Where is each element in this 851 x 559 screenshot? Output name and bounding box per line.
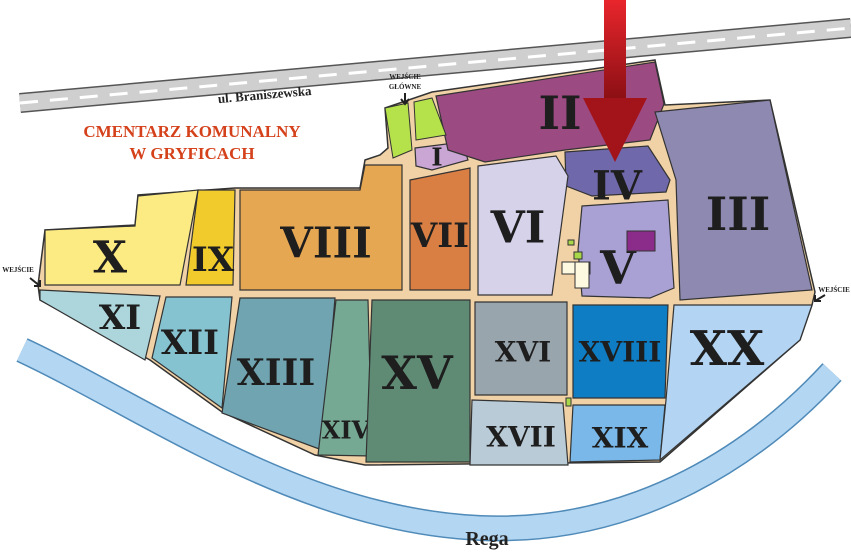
left-entrance-label: WEJŚCIE: [2, 266, 34, 274]
main-entrance-label-2: GŁÓWNE: [389, 83, 422, 91]
section-label-xv: XV: [381, 346, 454, 400]
chapel-building-wing: [574, 261, 590, 289]
green-area: [413, 97, 447, 141]
section-label-i: I: [431, 143, 442, 172]
section-viii: [239, 164, 403, 291]
section-label-ix: IX: [192, 240, 235, 280]
section-label-xiii: XIII: [237, 352, 315, 394]
section-xx: [659, 304, 813, 462]
river-label: Rega: [465, 528, 508, 550]
section-label-xix: XIX: [592, 422, 649, 455]
green-patch: [573, 251, 583, 260]
section-label-iv: IV: [592, 163, 643, 210]
section-label-xiv: XIV: [322, 416, 371, 445]
section-iii: [654, 99, 813, 301]
section-xviii: [572, 304, 669, 399]
map-title-line1: CMENTARZ KOMUNALNY: [83, 122, 300, 141]
section-label-xi: XI: [99, 298, 141, 338]
section-xi: [39, 289, 161, 361]
left-entrance-arrow-icon: [29, 277, 41, 287]
section-label-iii: III: [706, 187, 771, 241]
main-entrance-arrow-icon: [400, 93, 410, 106]
map-title-line2: W GRYFICACH: [129, 144, 254, 163]
main-entrance-label-1: WEJŚCIE: [389, 73, 421, 81]
section-label-xii: XII: [161, 323, 219, 363]
section-vi: [477, 155, 569, 296]
section-v: [577, 199, 675, 299]
building-marker: [626, 230, 656, 252]
section-xvi: [474, 301, 568, 396]
section-label-xvi: XVI: [495, 336, 552, 369]
section-vii: [409, 167, 471, 291]
section-label-viii: VIII: [279, 219, 372, 268]
green-area: [384, 102, 413, 159]
section-xii: [151, 296, 233, 410]
location-arrow: [583, 0, 647, 162]
green-patch: [565, 397, 572, 407]
section-label-xvii: XVII: [486, 421, 556, 454]
right-entrance-arrow-icon: [814, 294, 826, 302]
section-label-ii: II: [538, 86, 581, 140]
right-entrance-label: WEJŚCIE: [818, 286, 850, 294]
section-label-vii: VII: [410, 216, 469, 256]
section-label-vi: VI: [490, 203, 546, 254]
section-x: [44, 189, 199, 286]
green-patch: [567, 239, 575, 246]
section-ix: [185, 189, 236, 286]
street-road: [19, 18, 851, 113]
section-label-x: X: [93, 233, 128, 284]
section-xvii: [469, 399, 569, 466]
section-label-xx: XX: [690, 321, 765, 377]
section-label-xviii: XVIII: [579, 336, 662, 369]
